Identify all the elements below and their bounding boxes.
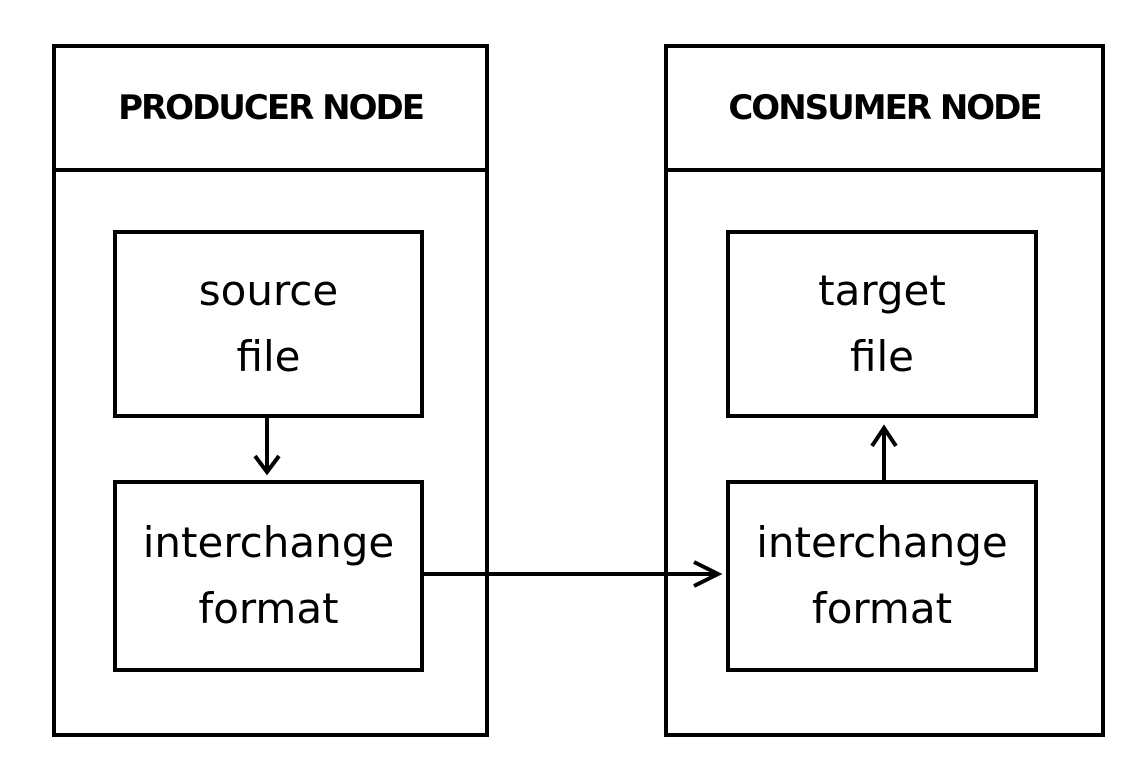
producer-source-file-line1: source [198,266,339,315]
arrow-source-to-interchange [253,418,281,476]
consumer-interchange-format-box: interchange format [726,480,1038,672]
consumer-target-file-box: target file [726,230,1038,418]
consumer-target-file-line2: file [850,332,914,381]
producer-source-file-line2: file [236,332,301,381]
consumer-node-title: CONSUMER NODE [668,48,1101,172]
producer-node-title: PRODUCER NODE [56,48,485,172]
arrow-producer-to-consumer [424,560,723,588]
consumer-interchange-format-line1: interchange [756,518,1008,567]
producer-interchange-format-line2: format [198,584,339,633]
producer-source-file-box: source file [113,230,424,418]
consumer-interchange-format-line2: format [811,584,953,633]
producer-interchange-format-box: interchange format [113,480,424,672]
consumer-target-file-line1: target [818,266,946,315]
arrow-interchange-to-target [870,424,898,480]
producer-interchange-format-line1: interchange [142,518,395,567]
